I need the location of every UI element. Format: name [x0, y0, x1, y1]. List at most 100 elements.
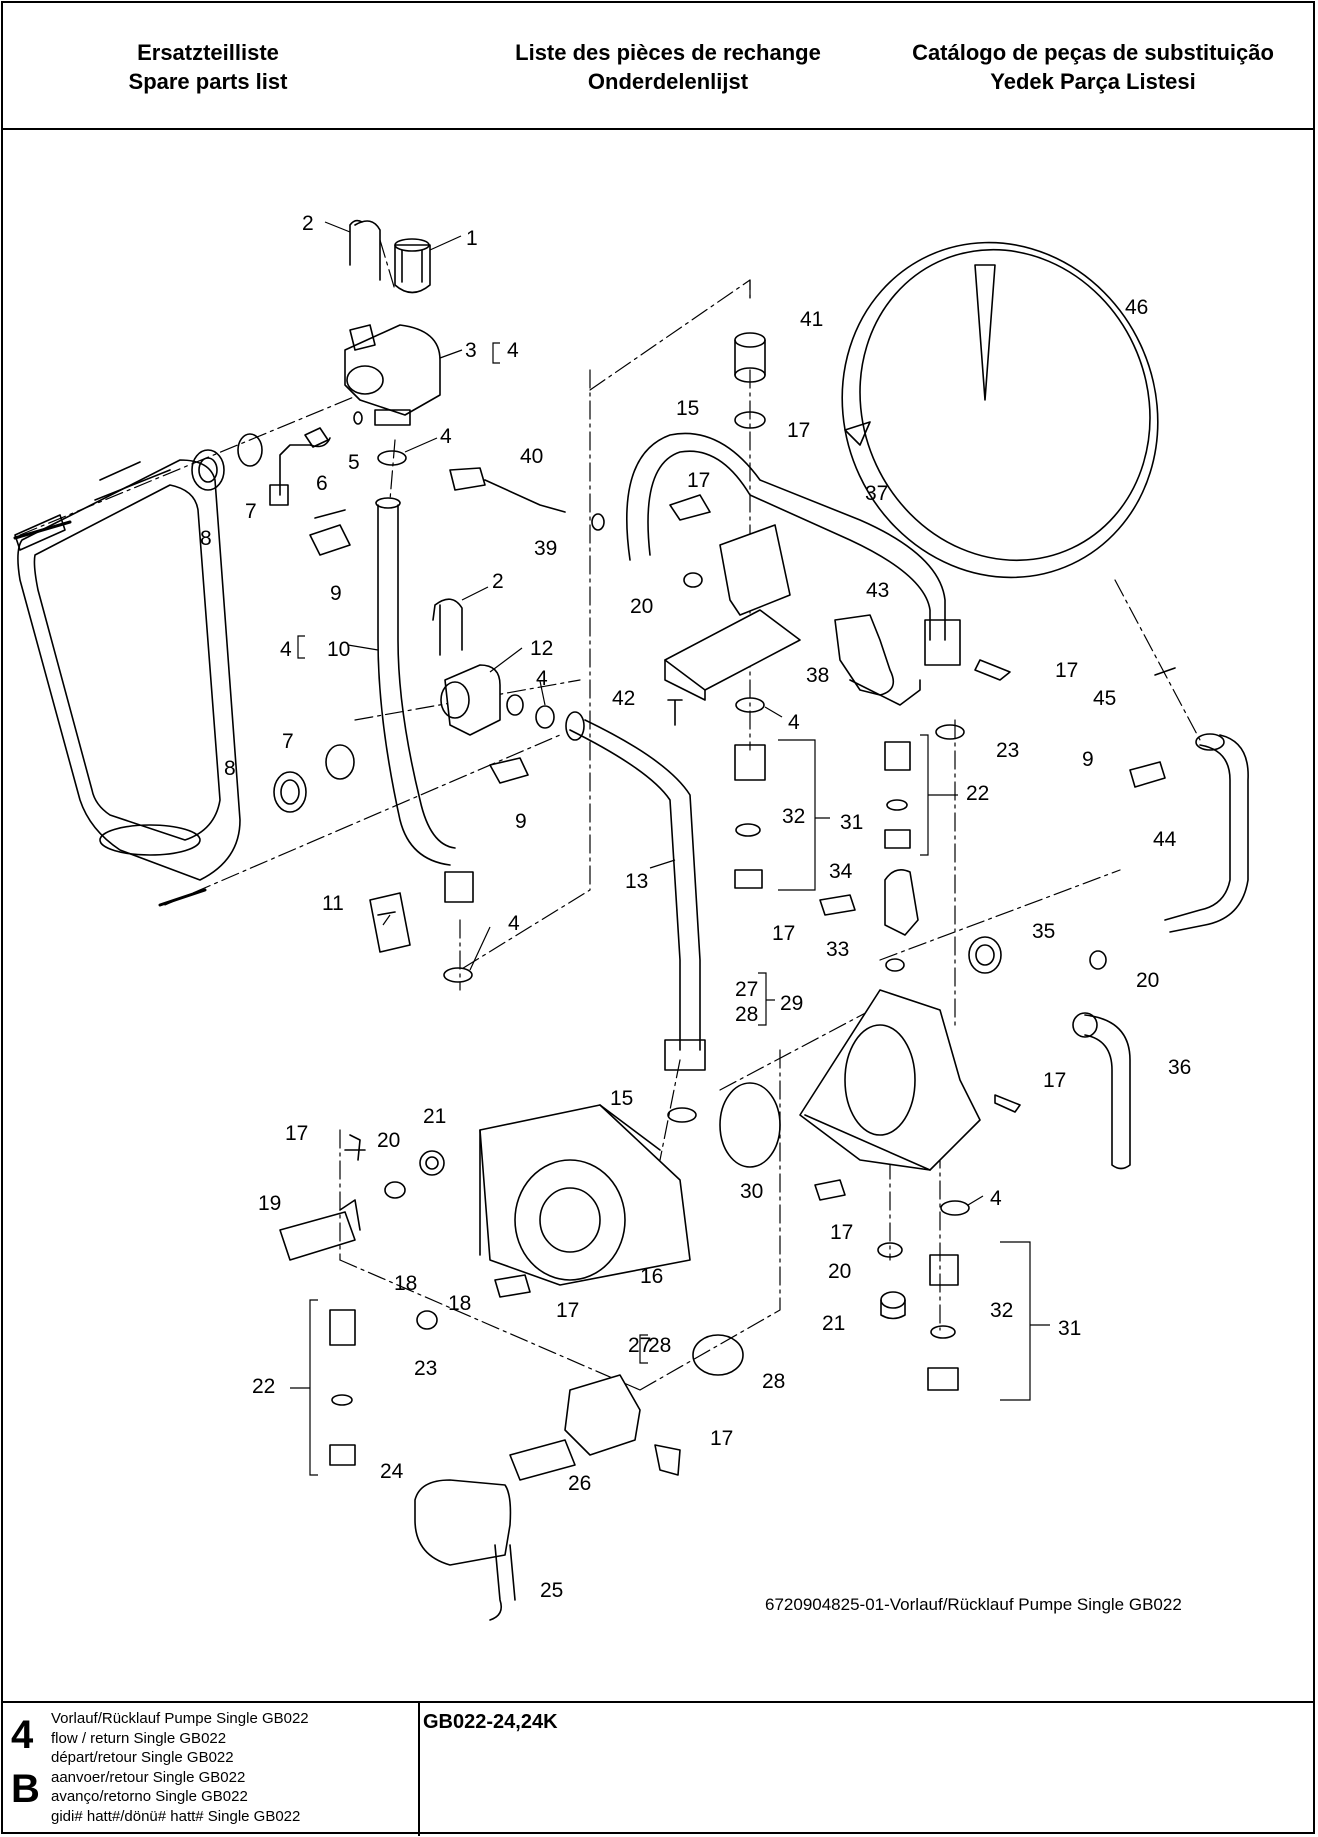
callout-41: 41 — [800, 308, 823, 331]
callout-4-right: 4 — [788, 711, 800, 734]
part-13-pipe — [569, 719, 701, 1051]
callout-20-d: 20 — [1136, 969, 1159, 992]
callout-18-a: 18 — [394, 1272, 417, 1295]
part-35-seal — [968, 936, 1002, 974]
callout-28-top: 28 — [735, 1003, 758, 1026]
bracket-31-bottom — [1000, 1241, 1050, 1401]
callout-20-a: 20 — [630, 595, 653, 618]
part-15-oring-bottom — [667, 1107, 697, 1123]
footer-line-de: Vorlauf/Rücklauf Pumpe Single GB022 — [51, 1710, 309, 1727]
callout-2-middle: 2 — [492, 570, 504, 593]
part-10-pipe — [377, 504, 456, 866]
part-36-drain-pipe-end — [1072, 1012, 1098, 1038]
part-9-clip-left — [309, 509, 351, 556]
callout-11: 11 — [322, 892, 344, 915]
callout-4-bracket-10: 4 — [280, 638, 292, 661]
part-37-pipe — [626, 432, 946, 641]
part-38-manifold-block — [664, 524, 801, 701]
bracket-22-left — [290, 1299, 318, 1476]
bolt-bottom — [158, 888, 207, 907]
part-17-clip-c — [974, 659, 1011, 681]
part-13-pipe-fitting — [664, 1039, 706, 1071]
part-37-pipe-fitting — [924, 619, 961, 666]
part-21-plug-top — [419, 1150, 445, 1176]
header-title-pt: Catálogo de peças de substituição — [912, 40, 1274, 65]
part-46-expansion-vessel — [841, 241, 1159, 579]
callout-26: 26 — [568, 1472, 591, 1495]
part-22-assembly-left — [329, 1309, 356, 1466]
leader-4-right — [764, 706, 783, 718]
callout-33: 33 — [826, 938, 849, 961]
part-8-seal-top — [191, 449, 225, 491]
part-11-clip — [369, 892, 411, 953]
part-17-clip-h — [494, 1274, 531, 1298]
part-8-seal-bottom — [273, 771, 307, 813]
callout-23-b: 23 — [414, 1357, 437, 1380]
part-20-oring-b — [384, 1181, 406, 1199]
bolt-top — [13, 520, 72, 540]
part-4-oring-e — [940, 1200, 970, 1216]
part-30-oring — [719, 1082, 781, 1168]
callout-4-bracket-3: 4 — [507, 339, 519, 362]
callout-45: 45 — [1093, 687, 1116, 710]
callout-17-i: 17 — [710, 1427, 733, 1450]
part-28-oring — [692, 1334, 744, 1376]
part-29-manifold — [799, 989, 981, 1171]
part-17-clip-i — [654, 1444, 681, 1476]
callout-35: 35 — [1032, 920, 1055, 943]
part-17-clip-f — [814, 1179, 846, 1201]
part-21-plug-bottom — [880, 1291, 906, 1320]
callout-40: 40 — [520, 445, 543, 468]
part-6-sensor-cable — [279, 437, 331, 496]
leader-10 — [347, 644, 379, 651]
part-9-clip-right — [1129, 761, 1166, 788]
part-39-oring — [591, 513, 605, 531]
part-4-oring-c — [443, 967, 473, 983]
header-col-fr-nl: Liste des pièces de rechange Onderdelenl… — [483, 38, 853, 96]
callout-44: 44 — [1153, 828, 1177, 851]
footer: 4 B Vorlauf/Rücklauf Pumpe Single GB022 … — [3, 1701, 1313, 1836]
part-34-safety-valve — [884, 869, 919, 936]
section-letter: B — [11, 1767, 40, 1811]
heat-exchanger-outline — [14, 459, 241, 881]
part-25-clip — [489, 1544, 516, 1621]
part-1-air-vent — [394, 238, 431, 294]
callout-20-b: 20 — [377, 1129, 400, 1152]
group-brackets — [290, 734, 1050, 1476]
callout-22-left: 22 — [252, 1375, 275, 1398]
part-24-actuator — [414, 1479, 512, 1566]
part-45-gasket — [1154, 667, 1176, 676]
leader-2-top — [324, 221, 351, 233]
callout-31-top: 31 — [840, 811, 863, 834]
footer-line-tr: gidi# hatt#/dönü# hatt# Single GB022 — [51, 1807, 301, 1825]
callout-13: 13 — [625, 870, 648, 893]
part-2-clip-top — [349, 219, 381, 281]
callout-8-top: 8 — [200, 527, 212, 550]
part-43-elbow — [834, 614, 895, 696]
callout-18-b: 18 — [448, 1292, 471, 1315]
part-36-drain-pipe — [1084, 1014, 1131, 1170]
callout-4-top: 4 — [440, 425, 452, 448]
part-4-oring-d — [735, 697, 765, 713]
callout-6: 6 — [316, 472, 328, 495]
leader-4-middle — [539, 680, 546, 706]
bracket-27-28 — [758, 972, 775, 1026]
callout-7-top: 7 — [245, 500, 257, 523]
header-title-nl: Onderdelenlijst — [587, 69, 749, 94]
callout-9-left: 9 — [330, 582, 342, 605]
header-title-de: Ersatzteilliste — [137, 40, 279, 65]
callout-19: 19 — [258, 1192, 281, 1215]
header-title-en: Spare parts list — [128, 69, 288, 94]
part-31-assembly-bottom — [927, 1254, 959, 1391]
callout-28-bracket: 28 — [648, 1334, 671, 1357]
part-31-assembly-top — [734, 744, 766, 889]
footer-divider — [418, 1703, 420, 1836]
callout-17-d: 17 — [772, 922, 795, 945]
footer-line-en: flow / return Single GB022 — [51, 1729, 227, 1747]
callout-34: 34 — [829, 860, 853, 883]
part-43-bracket — [849, 679, 921, 706]
callout-9-right: 9 — [1082, 748, 1094, 771]
part-13-pipe-end — [565, 711, 585, 741]
part-5-small-oring — [353, 411, 363, 425]
callout-20-c: 20 — [828, 1260, 851, 1283]
